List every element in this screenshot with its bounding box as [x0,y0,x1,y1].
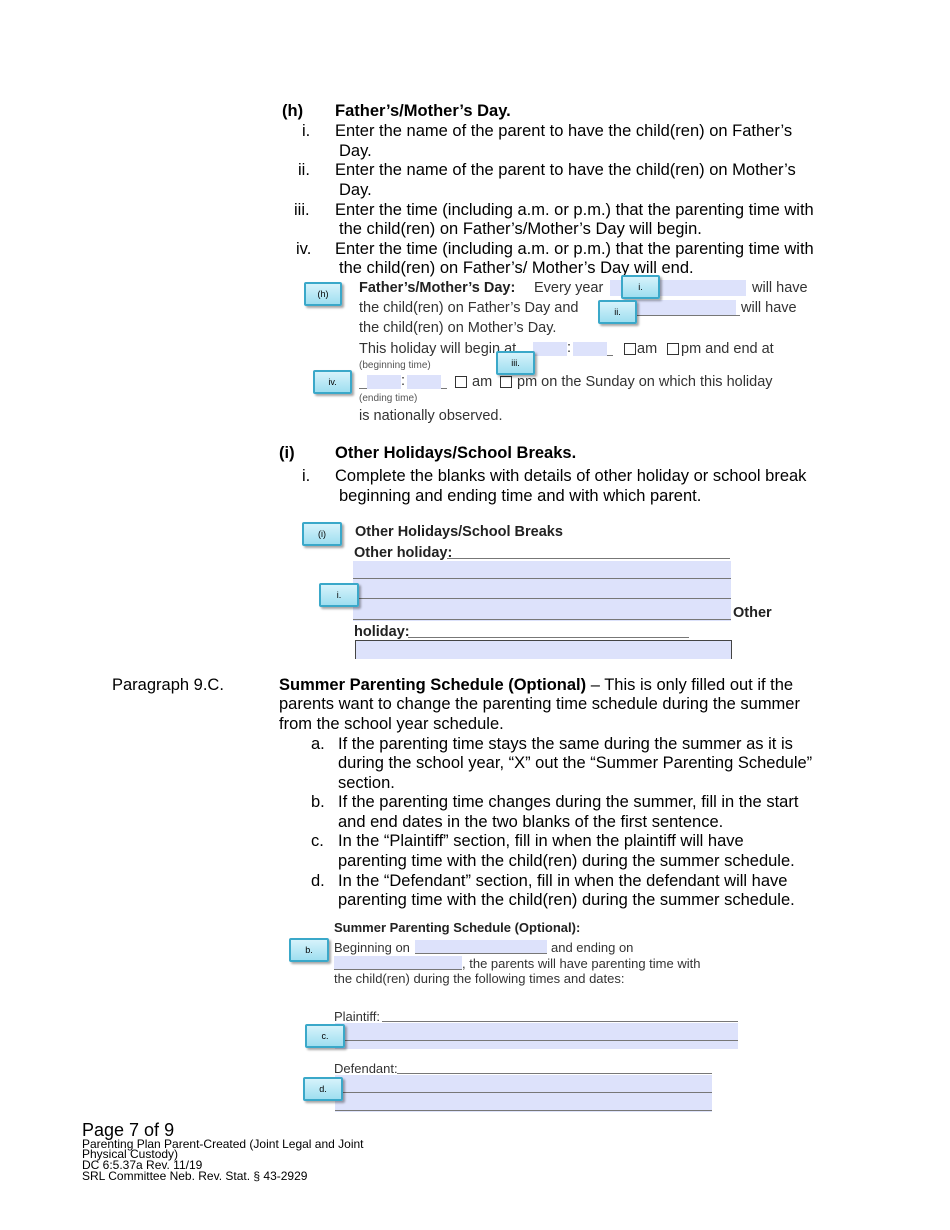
form-h-line3: the child(ren) on Mother’s Day. [359,320,557,336]
list-number: iii. [294,201,310,219]
callout-tag-d: d. [303,1077,343,1101]
instruction-line: and end dates in the two blanks of the f… [338,813,724,831]
other-holiday-field[interactable] [353,561,731,621]
instruction-line: beginning and ending time and with which… [339,487,702,505]
ending-on-label: and ending on [551,940,634,955]
parents-will-text: , the parents will have parenting time w… [462,956,701,971]
beginning-on-label: Beginning on [334,940,410,955]
para-9c-heading: Summer Parenting Schedule (Optional) [279,676,587,694]
instruction-line: during the school year, “X” out the “Sum… [338,754,813,772]
callout-tag-i: i. [621,275,660,299]
instruction-line: Enter the name of the parent to have the… [335,122,793,140]
form-h-title: Father’s/Mother’s Day: [359,280,516,296]
instruction-line: Enter the name of the parent to have the… [335,161,796,179]
defendant-label: Defendant: [334,1061,398,1076]
instruction-line: Enter the time (including a.m. or p.m.) … [335,201,814,219]
para-9c-intro-line2: parents want to change the parenting tim… [279,695,800,713]
time-colon: : [567,340,572,356]
second-holiday-field[interactable] [355,640,732,659]
am-label: am [472,374,493,390]
list-number: ii. [298,161,310,179]
section-i-heading: Other Holidays/School Breaks. [335,444,577,462]
instruction-line: parenting time with the child(ren) durin… [338,891,795,909]
begin-hour-field[interactable] [533,342,567,356]
begin-minute-field[interactable] [573,342,607,356]
instruction-line: If the parenting time changes during the… [338,793,799,811]
callout-tag-b: b. [289,938,329,962]
list-letter: b. [311,793,325,811]
form-h-begin-text: This holiday will begin at [359,341,517,357]
section-h-letter: (h) [282,102,304,120]
begin-pm-checkbox[interactable] [667,343,679,355]
instruction-line: Day. [339,181,372,199]
end-pm-checkbox[interactable] [500,376,512,388]
page-number: Page 7 of 9 [82,1120,175,1140]
form-h-line2: the child(ren) on Father’s Day and [359,300,579,316]
instruction-line: parenting time with the child(ren) durin… [338,852,795,870]
form-h-observed: is nationally observed. [359,408,503,424]
time-colon: : [401,373,406,389]
callout-tag-iii: iii. [496,351,535,375]
beginning-time-hint: (beginning time) [359,360,431,371]
summer-form-title: Summer Parenting Schedule (Optional): [334,920,581,935]
section-h-heading: Father’s/Mother’s Day. [335,102,511,120]
other-holiday-label: Other holiday: [354,545,453,561]
instruction-line: Enter the time (including a.m. or p.m.) … [335,240,814,258]
list-letter: c. [311,832,324,850]
defendant-schedule-field[interactable] [335,1075,712,1112]
plaintiff-schedule-field[interactable] [335,1023,738,1049]
form-i-title: Other Holidays/School Breaks [355,524,563,540]
form-h-every-year: Every year [534,280,604,296]
instruction-line: the child(ren) on Father’s/Mother’s Day … [339,220,702,238]
instruction-line: Complete the blanks with details of othe… [335,467,807,485]
callout-tag-c: c. [305,1024,345,1048]
am-label: am [637,341,658,357]
instruction-line: If the parenting time stays the same dur… [338,735,793,753]
para-9c-intro-line1: Summer Parenting Schedule (Optional) – T… [279,676,793,695]
form-h-will-have: will have [752,280,808,296]
list-number: i. [302,467,311,485]
section-i-letter: (i) [279,444,295,462]
list-number: i. [302,122,311,140]
para-9c-intro-rest: – This is only filled out if the [586,676,794,694]
pm-end-label: pm and end at [681,341,774,357]
callout-tag-i: i. [319,583,359,607]
para-9c-intro-line3: from the school year schedule. [279,715,504,733]
list-letter: d. [311,872,325,890]
footer-line: Parenting Plan Parent-Created (Joint Leg… [82,1137,364,1151]
plaintiff-label: Plaintiff: [334,1009,381,1024]
other-label: Other [733,605,772,621]
list-number: iv. [296,240,312,258]
instruction-line: the child(ren) on Father’s/ Mother’s Day… [339,259,694,277]
following-text: the child(ren) during the following time… [334,971,625,986]
instruction-line: In the “Defendant” section, fill in when… [338,872,788,890]
footer-line: SRL Committee Neb. Rev. Stat. § 43-2929 [82,1169,308,1183]
summer-begin-date-field[interactable] [415,940,547,954]
instruction-line: section. [338,774,395,792]
list-letter: a. [311,735,325,753]
footer-line: DC 6:5.37a Rev. 11/19 [82,1158,203,1172]
callout-tag-ii: ii. [598,300,637,324]
end-hour-field[interactable] [367,375,401,389]
end-am-checkbox[interactable] [455,376,467,388]
ending-time-hint: (ending time) [359,393,418,404]
summer-end-date-field[interactable] [334,956,462,970]
end-minute-field[interactable] [407,375,441,389]
pm-sunday-label: pm on the Sunday on which this holiday [517,374,773,390]
callout-tag-h: (h) [304,282,342,306]
instruction-line: Day. [339,142,372,160]
begin-am-checkbox[interactable] [624,343,636,355]
instruction-line: In the “Plaintiff” section, fill in when… [338,832,744,850]
footer-line: Physical Custody) [82,1147,179,1161]
paragraph-label: Paragraph 9.C. [112,676,224,694]
callout-tag-i-section: (i) [302,522,342,546]
callout-tag-iv: iv. [313,370,352,394]
form-h-will-have: will have [741,300,797,316]
holiday-label: holiday: [354,624,410,640]
